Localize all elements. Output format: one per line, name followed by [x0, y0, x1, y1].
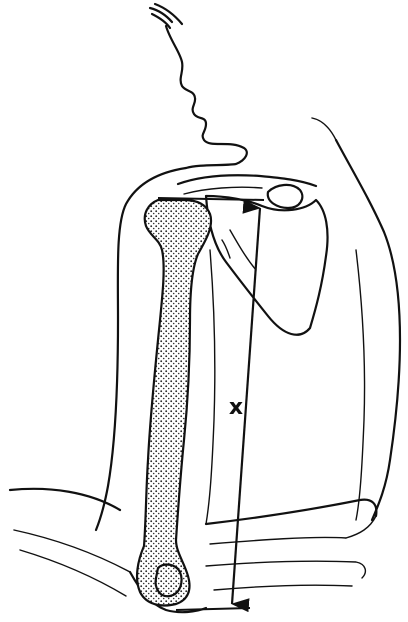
- hair-strands: [150, 4, 182, 28]
- torso-outline: [336, 140, 400, 520]
- bottom-reference-line: [176, 608, 250, 610]
- chest-outline: [356, 250, 365, 520]
- sling: [206, 500, 376, 590]
- arm-inner-outline: [206, 250, 215, 524]
- clavicle: [178, 175, 316, 186]
- face-neck-profile: [166, 26, 247, 168]
- measurement-label: x: [229, 395, 243, 420]
- humerus-bone: [137, 200, 211, 606]
- scapula: [206, 185, 328, 335]
- neck-back-outline: [312, 118, 336, 140]
